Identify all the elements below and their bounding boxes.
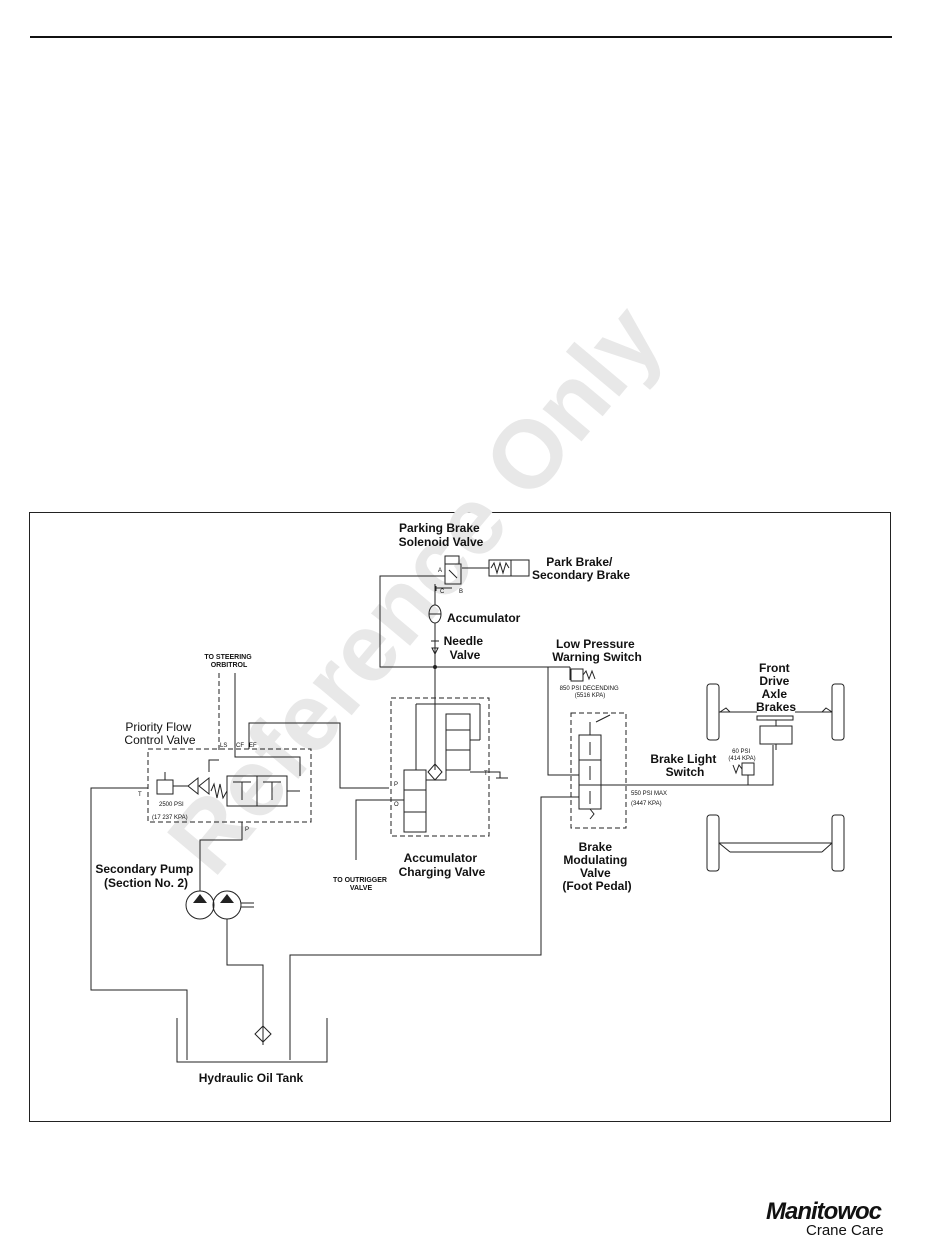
hydraulic-oil-tank-symbol <box>176 1018 328 1063</box>
needle-valve-label: Needle Valve <box>444 634 487 662</box>
to-outrigger-valve-label: TO OUTRIGGER VALVE <box>333 877 389 892</box>
priority-valve-spool <box>210 775 300 807</box>
hydraulic-oil-tank-label: Hydraulic Oil Tank <box>199 1071 304 1085</box>
needle-valve-symbol <box>431 623 439 700</box>
park-brake-secondary-brake-label: Park Brake/ Secondary Brake <box>532 555 630 582</box>
parking-brake-solenoid-valve-label: Parking Brake Solenoid Valve <box>399 521 484 549</box>
brake-modulating-max: 550 PSI MAX (3447 KPA) <box>631 791 669 807</box>
manitowoc-crane-care-logo: Manitowoc Crane Care <box>766 1198 888 1242</box>
park-brake-actuator <box>462 559 530 577</box>
accumulator-charging-valve-boundary <box>390 697 490 837</box>
accumulator-label: Accumulator <box>447 611 521 625</box>
front-axle <box>706 683 845 750</box>
priority-flow-control-valve-boundary <box>147 748 312 823</box>
priority-flow-control-valve-label: Priority Flow Control Valve <box>124 720 195 747</box>
brake-light-switch-symbol <box>732 762 755 785</box>
secondary-pump-label: Secondary Pump (Section No. 2) <box>95 862 196 890</box>
accumulator-charging-valve-label: Accumulator Charging Valve <box>399 851 486 879</box>
low-pressure-warning-switch-symbol <box>570 668 596 682</box>
logo-brand: Manitowoc <box>766 1198 882 1225</box>
rear-axle <box>706 814 845 872</box>
charging-port-o-label: O <box>394 802 399 808</box>
to-steering-orbitrol-label: TO STEERING ORBITROL <box>204 654 253 669</box>
port-ef-label: EF <box>249 743 257 749</box>
low-pressure-warning-switch-label: Low Pressure Warning Switch <box>552 637 642 664</box>
brake-light-setting: 60 PSI (414 KPA) <box>728 749 755 762</box>
secondary-pump-symbol <box>185 890 254 920</box>
charging-port-p-label: P <box>394 782 398 788</box>
port-ls-label: LS <box>220 743 227 749</box>
priority-relief-valve <box>156 772 210 796</box>
brake-modulating-valve-boundary <box>570 712 627 829</box>
front-drive-axle-brakes-label: Front Drive Axle Brakes <box>756 661 796 714</box>
brake-modulating-valve-body <box>578 714 611 820</box>
brake-light-switch-label: Brake Light Switch <box>650 752 719 779</box>
port-p-label: P <box>245 827 249 833</box>
header-rule <box>30 36 892 38</box>
port-cf-label: CF <box>236 743 244 749</box>
port-c-label: C <box>440 589 445 595</box>
port-a-label: A <box>438 568 442 574</box>
low-pressure-setting: 850 PSI DECENDING (5516 KPA) <box>560 686 621 699</box>
watermark: Reference Only <box>148 285 683 893</box>
diagram-frame <box>29 512 891 1122</box>
priority-relief-setting: 2500 PSI (17 237 KPA) <box>152 802 188 821</box>
logo-sub: Crane Care <box>806 1222 884 1239</box>
charging-port-t-label: T <box>484 771 488 777</box>
brake-modulating-valve-label: Brake Modulating Valve (Foot Pedal) <box>562 840 631 893</box>
port-t-label: T <box>138 792 142 798</box>
port-b-label: B <box>459 589 463 595</box>
accumulator-charging-valve-body <box>389 700 508 833</box>
